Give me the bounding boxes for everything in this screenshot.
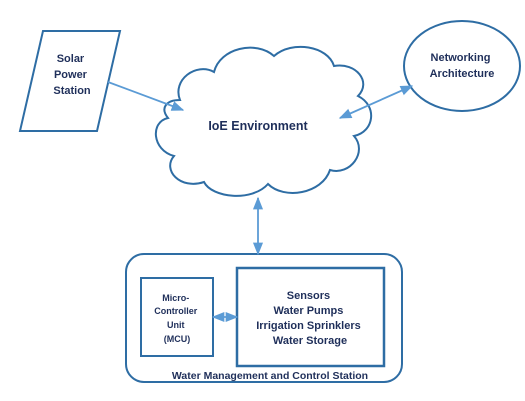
devices-node: Sensors Water Pumps Irrigation Sprinkler…	[235, 266, 386, 368]
solar-power-station-node: Solar Power Station	[18, 30, 122, 132]
solar-parallelogram	[18, 30, 122, 132]
networking-label-line2: Architecture	[430, 68, 495, 80]
mcu-label-line2: Controller	[154, 306, 197, 316]
networking-label-line1: Networking	[431, 52, 491, 64]
ioe-cloud	[154, 45, 373, 197]
mcu-label-line1: Micro-	[162, 293, 189, 303]
arrow-solar-to-ioe	[107, 81, 185, 111]
devices-label-line4: Water Storage	[273, 335, 347, 347]
mcu-label-line3: Unit	[167, 320, 185, 330]
solar-label-line1: Solar	[57, 53, 85, 65]
devices-label-line3: Irrigation Sprinklers	[256, 320, 361, 332]
mcu-node: Micro- Controller Unit (MCU)	[140, 277, 214, 357]
ioe-label: IoE Environment	[208, 119, 308, 133]
networking-circle	[403, 20, 521, 112]
devices-label-line1: Sensors	[287, 290, 330, 302]
svg-text:Networking Architecture: Networking Architecture	[430, 52, 495, 80]
arrow-networking-ioe	[338, 85, 414, 119]
solar-label-line2: Power	[54, 69, 88, 81]
devices-box	[235, 266, 386, 368]
networking-architecture-node: Networking Architecture	[403, 20, 521, 112]
mcu-box	[140, 277, 214, 357]
svg-text:Micro- Controller: Micro- Controller Unit (MCU)	[154, 293, 200, 344]
station-label: Water Management and Control Station	[172, 370, 368, 382]
devices-label-line2: Water Pumps	[274, 305, 344, 317]
solar-label-line3: Station	[53, 85, 91, 97]
svg-text:Sensors Water Pumps: Sensors Water Pumps Irrigation Sprinkler…	[256, 290, 364, 347]
mcu-label-line4: (MCU)	[164, 334, 191, 344]
ioe-environment-node: IoE Environment	[154, 45, 373, 197]
svg-text:Solar Power Statio: Solar Power Station	[53, 53, 91, 97]
